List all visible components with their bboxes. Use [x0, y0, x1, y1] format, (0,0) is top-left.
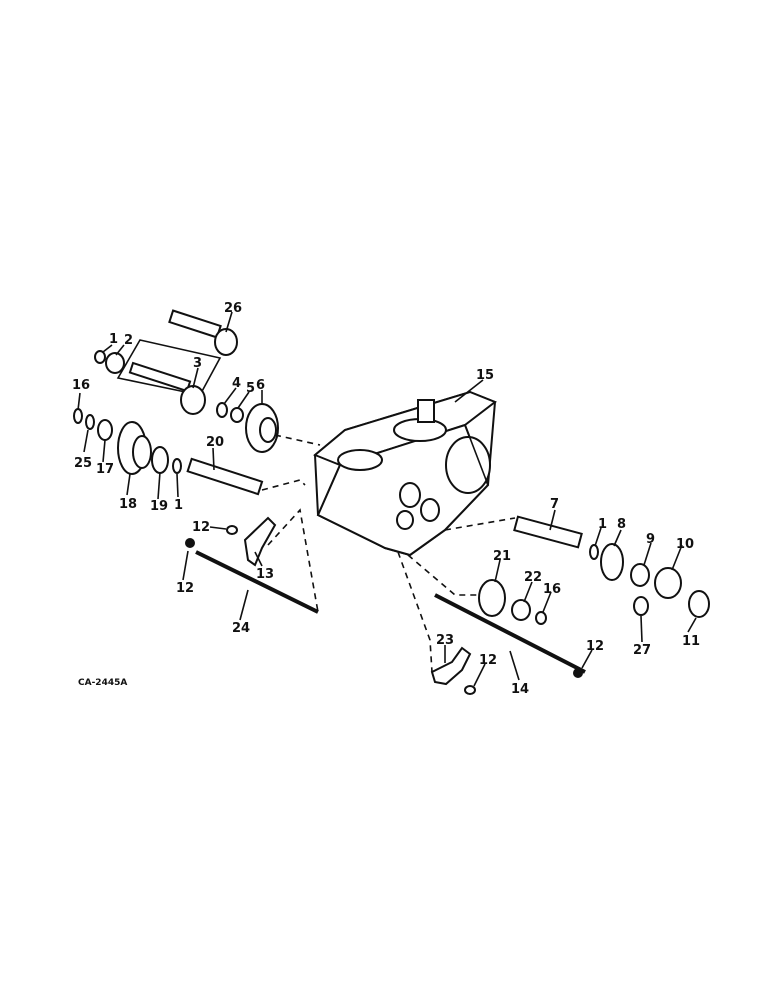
callout-19: 19 [150, 499, 168, 514]
callout-3: 3 [193, 356, 202, 371]
callout-4: 4 [232, 376, 241, 391]
countershaft-stack [73, 408, 264, 496]
callout-2: 2 [124, 333, 133, 348]
callout-21: 21 [493, 549, 511, 564]
transmission-case [313, 390, 498, 557]
callout-labels: 26 1 2 3 4 5 6 15 16 25 17 18 19 1 20 12… [72, 301, 700, 697]
callout-1: 1 [109, 332, 118, 347]
shift-rod-14 [434, 593, 586, 678]
callout-11: 11 [682, 634, 700, 649]
callout-18: 18 [119, 497, 137, 512]
callout-6: 6 [256, 378, 265, 393]
callout-5: 5 [246, 381, 255, 396]
callout-16: 16 [72, 378, 90, 393]
drawing-code: CA-2445A [78, 678, 127, 688]
callout-9: 9 [646, 532, 655, 547]
callout-7: 7 [550, 497, 559, 512]
gear-21-group [478, 579, 547, 625]
shift-fork-23 [430, 646, 476, 695]
bevel-pinion-group [94, 339, 244, 423]
callout-25: 25 [74, 456, 92, 471]
callout-12-b: 12 [176, 581, 194, 596]
gear-6 [245, 403, 279, 453]
shift-rod-24 [185, 538, 319, 614]
alignment-lines [261, 434, 516, 673]
callout-13: 13 [256, 567, 274, 582]
leader-lines [77, 311, 697, 687]
callout-12-d: 12 [586, 639, 604, 654]
callout-10: 10 [676, 537, 694, 552]
callout-15: 15 [476, 368, 494, 383]
callout-1-b: 1 [174, 498, 183, 513]
callout-20: 20 [206, 435, 224, 450]
shift-fork-13 [226, 516, 277, 567]
callout-23: 23 [436, 633, 454, 648]
callout-1-c: 1 [598, 517, 607, 532]
callout-17: 17 [96, 462, 114, 477]
mainshaft-7 [513, 515, 710, 618]
callout-12-c: 12 [479, 653, 497, 668]
callout-16-b: 16 [543, 582, 561, 597]
callout-12-a: 12 [192, 520, 210, 535]
callout-27: 27 [633, 643, 651, 658]
pinion-shaft-26 [168, 309, 238, 356]
callout-26: 26 [224, 301, 242, 316]
callout-14: 14 [511, 682, 529, 697]
callout-22: 22 [524, 570, 542, 585]
callout-8: 8 [617, 517, 626, 532]
callout-24: 24 [232, 621, 250, 636]
